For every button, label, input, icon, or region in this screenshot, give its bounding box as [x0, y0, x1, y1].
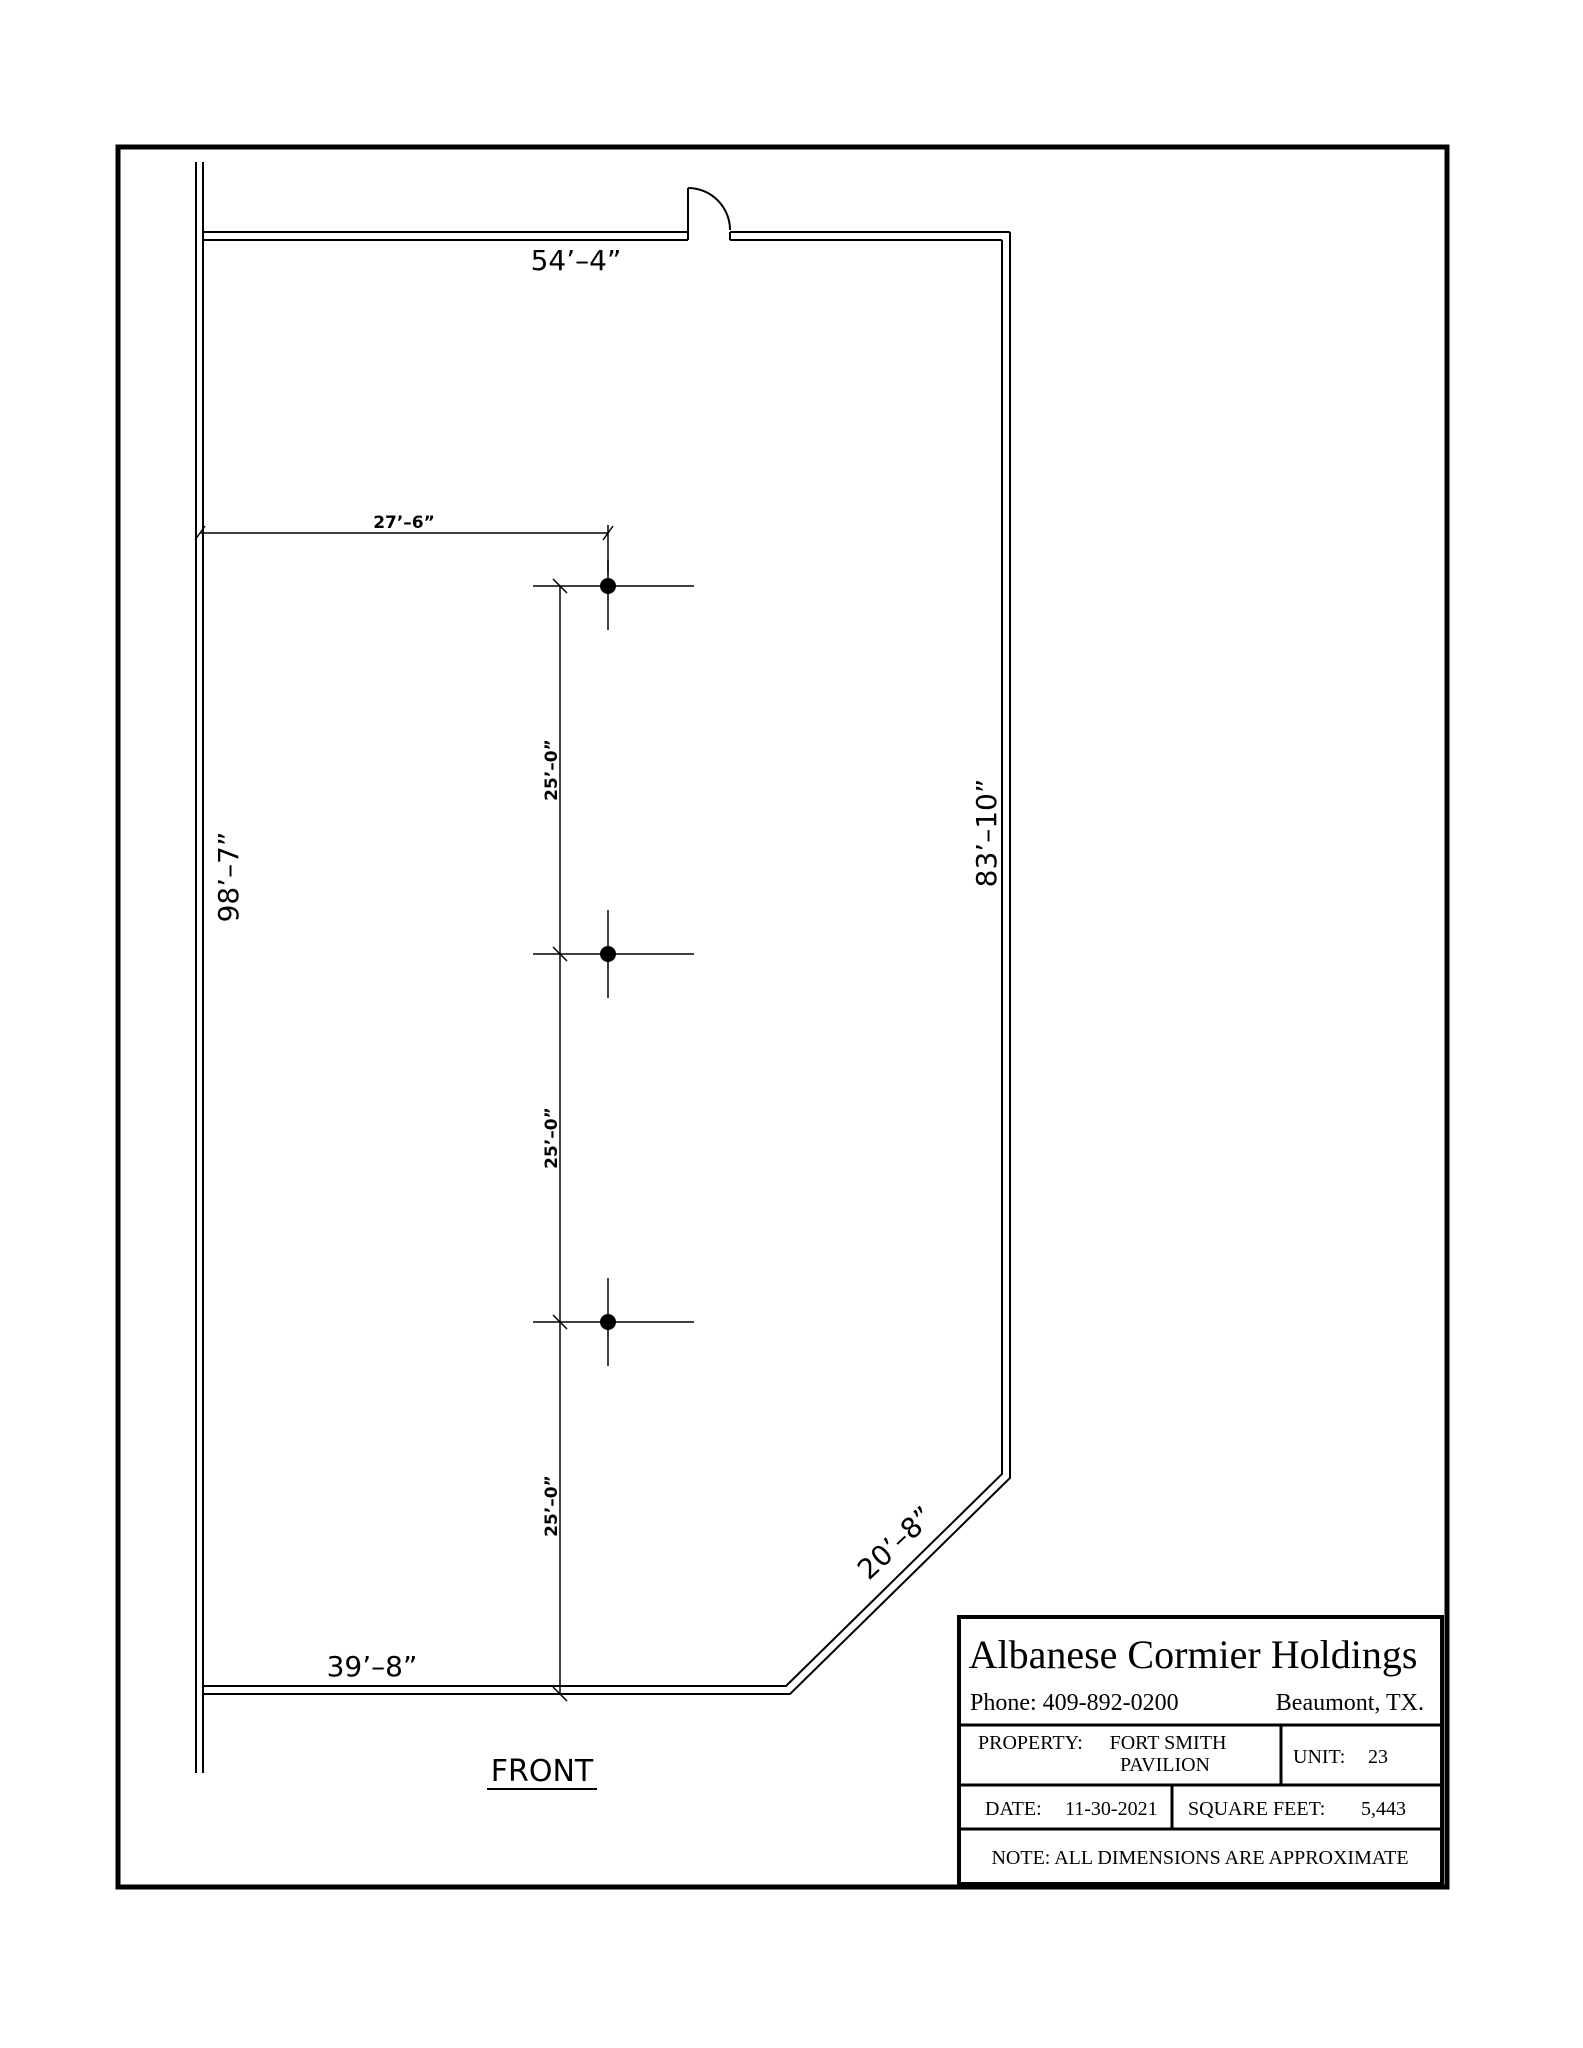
- right-wall: [203, 232, 1011, 1695]
- column-2: [580, 910, 694, 998]
- bay-1-dimension: 25’–0”: [542, 739, 562, 801]
- square-feet-label: SQUARE FEET:: [1188, 1798, 1325, 1820]
- front-label: FRONT: [491, 1754, 594, 1789]
- rear-wall: [203, 231, 1010, 241]
- property-name-line1: FORT SMITH: [1110, 1732, 1227, 1754]
- column-3: [580, 1278, 694, 1366]
- bay-3-dimension: 25’–0”: [542, 1475, 562, 1537]
- angled-wall-dimension: 20’–8”: [851, 1500, 940, 1586]
- column-1: [580, 560, 694, 630]
- door-swing: [687, 187, 731, 232]
- unit-label: UNIT:: [1293, 1746, 1345, 1768]
- property-label: PROPERTY:: [978, 1732, 1083, 1754]
- date-value: 11-30-2021: [1065, 1798, 1158, 1820]
- column-offset-dimension: 27’–6”: [373, 513, 435, 533]
- front-wall-dimension: 39’–8”: [327, 1650, 418, 1683]
- company-phone: Phone: 409-892-0200: [970, 1690, 1179, 1716]
- company-location: Beaumont, TX.: [1276, 1690, 1424, 1716]
- right-wall-dimension: 83’–10”: [970, 779, 1003, 888]
- date-label: DATE:: [985, 1798, 1042, 1820]
- unit-value: 23: [1368, 1746, 1388, 1768]
- bay-2-dimension: 25’–0”: [542, 1107, 562, 1169]
- property-name-line2: PAVILION: [1120, 1754, 1210, 1776]
- bay-dimension-line: [533, 578, 580, 1702]
- left-wall: [195, 162, 204, 1773]
- rear-wall-dimension: 54’–4”: [531, 244, 622, 277]
- title-block: [957, 1615, 1444, 1886]
- company-name: Albanese Cormier Holdings: [969, 1632, 1418, 1677]
- square-feet-value: 5,443: [1361, 1798, 1406, 1820]
- left-wall-dimension: 98’–7”: [212, 832, 245, 923]
- dimensions-note: NOTE: ALL DIMENSIONS ARE APPROXIMATE: [991, 1847, 1408, 1869]
- sheet-border: [115, 144, 1450, 1890]
